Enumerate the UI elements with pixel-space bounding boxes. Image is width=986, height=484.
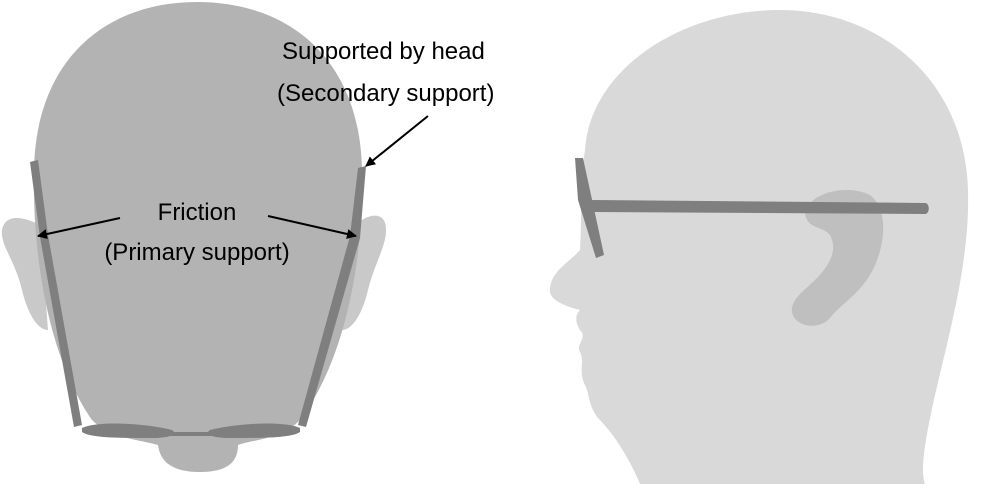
bridge xyxy=(170,432,212,436)
secondary-support-line2: (Secondary support) xyxy=(277,80,494,107)
back-view-head xyxy=(1,2,387,472)
right-lens xyxy=(207,423,300,438)
side-temple xyxy=(592,200,929,214)
side-lens xyxy=(575,158,604,258)
side-head-shape xyxy=(549,10,969,484)
friction-arrow-right xyxy=(267,215,357,239)
back-glasses xyxy=(30,160,366,438)
friction-arrow-left xyxy=(37,217,121,239)
right-temple xyxy=(298,166,366,427)
side-glasses xyxy=(575,158,929,258)
left-lens xyxy=(82,423,175,438)
left-ear xyxy=(1,218,49,330)
secondary-support-arrow xyxy=(365,115,429,167)
secondary-support-line1: Supported by head xyxy=(282,38,485,65)
primary-support-line2: (Primary support) xyxy=(104,239,289,266)
back-head-shape xyxy=(33,2,363,472)
primary-support-line1: Friction xyxy=(158,199,237,226)
side-ear xyxy=(791,190,884,326)
side-view-head xyxy=(549,10,969,484)
left-temple xyxy=(30,160,82,427)
